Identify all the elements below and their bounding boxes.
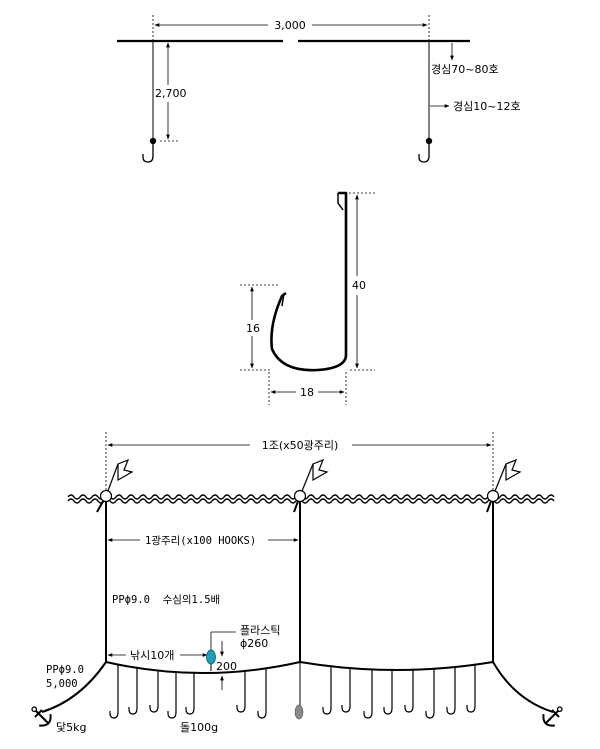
sinker-label: 돌100g	[180, 721, 218, 734]
flag-icon	[505, 458, 522, 482]
branch-hook-icon	[425, 667, 435, 719]
branch-hook-icon	[404, 668, 414, 713]
branch-hook-icon	[257, 667, 267, 719]
top-diagram: 3,000 2,700 경심70~80호 경심10~12호	[117, 15, 521, 163]
hooks-group	[109, 663, 476, 719]
branch-hook-icon	[383, 668, 393, 715]
branch-hook-icon	[341, 667, 351, 713]
hook-eye	[337, 193, 344, 211]
water-surface	[67, 494, 555, 500]
hook-icon	[418, 144, 430, 163]
flag-icon	[117, 458, 134, 482]
hook-count-label: 낚시10개	[130, 649, 174, 662]
spacing-label: 3,000	[274, 19, 306, 32]
main-longline	[105, 661, 301, 674]
flag-buoy	[96, 458, 134, 513]
flag-icon	[312, 458, 329, 482]
snood-length-label: 200	[216, 660, 237, 673]
branch-hook-icon	[149, 669, 159, 713]
hook-height-label: 40	[352, 279, 366, 292]
plastic-float-label: 플라스틱	[240, 624, 280, 637]
set-diagram: 1조(x50광주리) 1광주리(x100 HO	[31, 432, 563, 734]
anchor-icon	[31, 706, 52, 727]
flag-buoy	[486, 458, 522, 513]
basket-label: 1광주리(x100 HOOKS)	[145, 535, 256, 547]
sinker-stone	[294, 704, 304, 720]
branch-hook-icon	[185, 671, 195, 715]
plastic-float	[206, 649, 216, 665]
branchline-grade-label: 경심10~12호	[453, 100, 521, 113]
main-longline	[299, 661, 494, 671]
branch-hook-icon	[322, 665, 332, 715]
mainline-grade-label: 경심70~80호	[431, 63, 499, 76]
hook-icon	[142, 144, 154, 163]
branch-hook-icon	[128, 666, 138, 715]
branch-hook-icon	[167, 671, 177, 719]
drop-label: 2,700	[155, 87, 187, 100]
branch-hook-icon	[236, 669, 246, 713]
plastic-float-size-label: ϕ260	[240, 637, 268, 650]
barb-label: 16	[246, 322, 260, 335]
float-line-label: PPϕ9.0 수심의1.5배	[112, 594, 220, 606]
water-surface	[67, 498, 555, 504]
branch-hook-icon	[466, 663, 476, 713]
branch-hook-icon	[109, 663, 119, 719]
anchor-line-length-label: 5,000	[46, 678, 78, 690]
flag-buoy	[293, 458, 329, 513]
anchor-icon	[542, 706, 563, 727]
anchor-line-left	[41, 661, 107, 713]
hook-shape	[270, 191, 348, 372]
hook-barb	[281, 292, 285, 307]
branch-hook-icon	[363, 668, 373, 719]
hook-diagram: 40 16 18	[240, 191, 375, 405]
swivel-dot	[425, 137, 433, 145]
branch-hook-icon	[446, 666, 456, 715]
set-label: 1조(x50광주리)	[262, 439, 339, 452]
anchor-line-right	[492, 661, 554, 713]
gap-label: 18	[300, 386, 314, 399]
swivel-dot	[149, 137, 157, 145]
anchor-label: 닻5kg	[56, 721, 86, 734]
anchor-line-spec-label: PPϕ9.0	[46, 664, 84, 676]
